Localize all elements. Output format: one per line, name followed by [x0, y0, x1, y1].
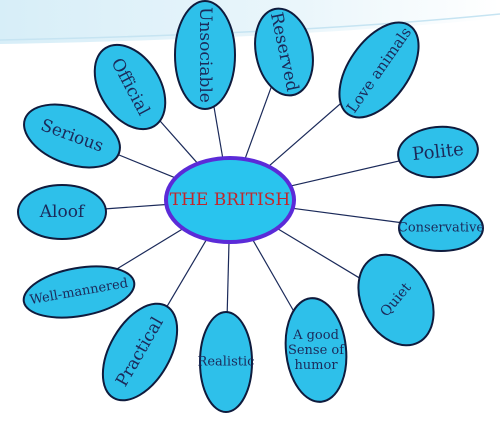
bubble-label-aloof: Aloof	[39, 202, 86, 222]
bubble-shape-reserved	[254, 7, 314, 97]
connector-line-quiet	[276, 227, 361, 279]
bubble-label-realistic: Realistic	[198, 355, 255, 370]
bubble-quiet: Quiet	[357, 253, 435, 347]
bubble-realistic: Realistic	[198, 311, 255, 413]
connector-line-good-sense-of-humor	[251, 239, 298, 318]
connector-line-reserved	[244, 85, 273, 160]
bubble-reserved: Reserved	[254, 7, 314, 97]
bubble-shape-polite	[397, 125, 479, 179]
center-node: THE BRITISH	[164, 156, 296, 244]
bubble-shape-conservative	[398, 204, 484, 252]
bubble-label-unsociable: Unsociable	[195, 7, 215, 103]
connector-line-well-mannered	[105, 228, 184, 276]
bubble-shape-love-animals	[338, 21, 420, 119]
bubble-shape-official	[93, 43, 167, 131]
bubble-shape-practical	[101, 302, 179, 402]
bubble-aloof: Aloof	[17, 184, 107, 240]
connector-line-polite	[290, 158, 406, 187]
center-node-label: THE BRITISH	[170, 190, 291, 210]
connector-line-aloof	[96, 203, 167, 211]
decorative-top-wave	[0, 0, 500, 44]
bubble-unsociable: Unsociable	[174, 0, 236, 110]
bubble-conservative: Conservative	[398, 204, 485, 252]
bubble-label-conservative: Conservative	[398, 221, 485, 236]
bubble-practical: Practical	[101, 302, 179, 402]
bubble-polite: Polite	[397, 125, 479, 179]
center-node-shape	[164, 156, 296, 244]
connector-line-conservative	[292, 207, 411, 225]
bubble-well-mannered: Well-mannered	[22, 265, 136, 319]
bubble-shape-aloof	[17, 184, 107, 240]
bubble-shape-realistic	[199, 311, 253, 413]
bubble-shape-quiet	[357, 253, 435, 347]
bubble-shape-good-sense-of-humor	[284, 297, 348, 403]
bubble-official: Official	[93, 43, 167, 131]
connector-line-love-animals	[268, 94, 351, 167]
bubble-serious: Serious	[23, 103, 121, 169]
bubble-shape-unsociable	[174, 0, 236, 110]
bubble-shape-well-mannered	[22, 265, 136, 319]
connector-line-official	[154, 115, 199, 165]
bubble-shape-serious	[23, 103, 121, 169]
